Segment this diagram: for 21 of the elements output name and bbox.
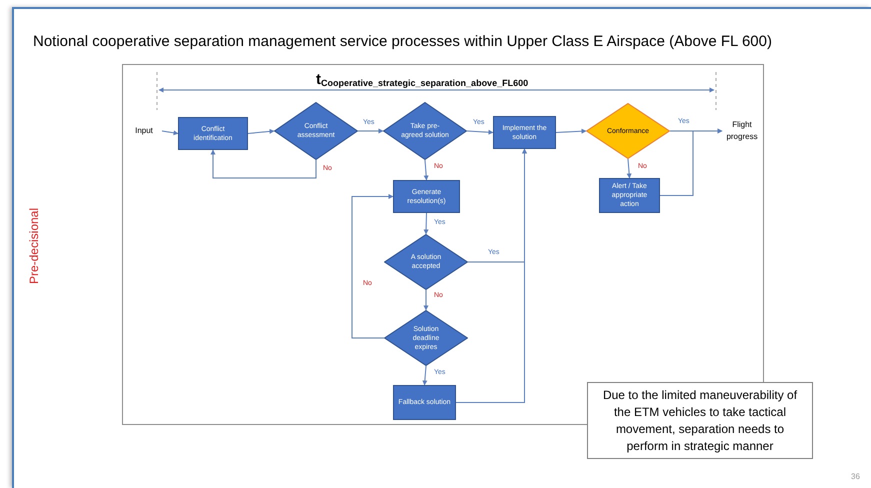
- slide-title: Notional cooperative separation management service processes within Upper Class E Airspace (Above FL 600): [33, 32, 772, 52]
- connector-arrow: [660, 128, 722, 196]
- connector-arrow: [626, 158, 632, 178]
- duration-label: t$_{Cooperative_strategic_separation_above_FL600}$: [316, 72, 528, 88]
- connector-arrow: [352, 194, 394, 338]
- flow-label: Input: [126, 123, 162, 139]
- connector-arrow: [456, 148, 527, 403]
- classification-label: Pre-decisional: [26, 206, 42, 286]
- connector-arrow: [358, 128, 384, 134]
- connector-arrow: [248, 128, 274, 134]
- connector-arrow: [162, 130, 178, 136]
- connector-arrow: [424, 290, 428, 310]
- connector-arrow: [210, 150, 316, 178]
- connector-arrow: [556, 128, 586, 134]
- connector-arrow: [466, 130, 494, 135]
- flow-label: Flight progress: [722, 118, 762, 144]
- connector-arrow: [424, 212, 429, 234]
- note-box: Due to the limited maneuverability of the ETM vehicles to take tactical movement, separation needs to perform in strategic manner: [587, 382, 813, 459]
- connector-arrow: [424, 160, 429, 180]
- connector-arrow: [422, 366, 428, 386]
- page-number: 36: [851, 472, 860, 482]
